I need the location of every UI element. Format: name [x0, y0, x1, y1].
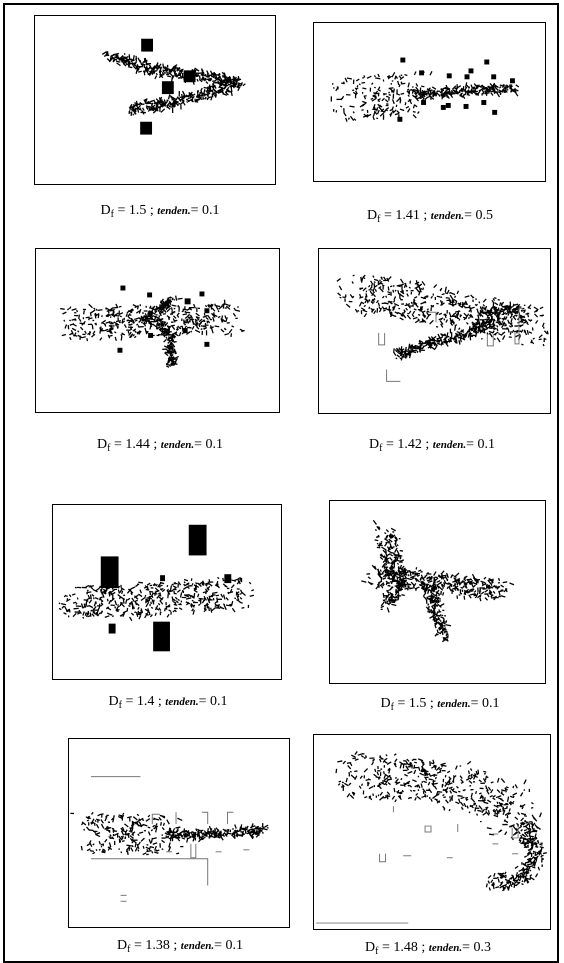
dendrite-texture [335, 751, 542, 841]
fractal-panel-3 [35, 248, 280, 413]
fractal-panel-1 [34, 15, 276, 185]
caption-7: Df = 1.38 ; tenden.= 0.1 [117, 938, 243, 955]
caption-4: Df = 1.42 ; tenden.= 0.1 [369, 437, 495, 454]
fractal-image-5 [58, 524, 255, 652]
caption-1: Df = 1.5 ; tenden.= 0.1 [100, 203, 220, 220]
fractal-panel-4 [318, 248, 551, 414]
dendrite-texture [406, 82, 520, 102]
dendrite-texture [60, 299, 245, 342]
dendrite-texture [392, 312, 503, 361]
caption-8: Df = 1.48 ; tenden.= 0.3 [365, 940, 491, 957]
fractal-image-2 [330, 57, 520, 122]
dendrite-texture [153, 315, 179, 368]
fractal-panel-5 [52, 504, 282, 680]
fractal-image-4 [336, 274, 549, 382]
fractal-image-7 [70, 776, 269, 902]
fractal-image-1 [101, 38, 246, 135]
caption-5: Df = 1.4 ; tenden.= 0.1 [108, 694, 228, 711]
caption-3: Df = 1.44 ; tenden.= 0.1 [97, 437, 223, 454]
caption-2: Df = 1.41 ; tenden.= 0.5 [367, 208, 493, 225]
dendrite-texture [70, 811, 188, 856]
dendrite-texture [164, 823, 269, 843]
fractal-panel-6 [329, 500, 546, 684]
dendrite-texture [485, 821, 547, 892]
fractal-image-6 [361, 519, 515, 643]
fractal-panel-8 [313, 734, 551, 930]
dendrite-texture [361, 563, 515, 602]
dendrite-texture [474, 301, 526, 322]
fractal-image-3 [60, 285, 245, 368]
dendrite-texture [139, 295, 183, 325]
fractal-panel-7 [68, 738, 290, 928]
dendrite-texture [419, 576, 452, 643]
caption-6: Df = 1.5 ; tenden.= 0.1 [380, 696, 500, 713]
dendrite-texture [330, 70, 433, 122]
dendrite-texture [128, 76, 246, 117]
dendrite-texture [380, 572, 409, 613]
fractal-image-8 [316, 751, 547, 924]
fractal-panel-2 [313, 22, 546, 182]
dendrite-texture [58, 576, 255, 622]
dendrite-texture [372, 519, 412, 590]
